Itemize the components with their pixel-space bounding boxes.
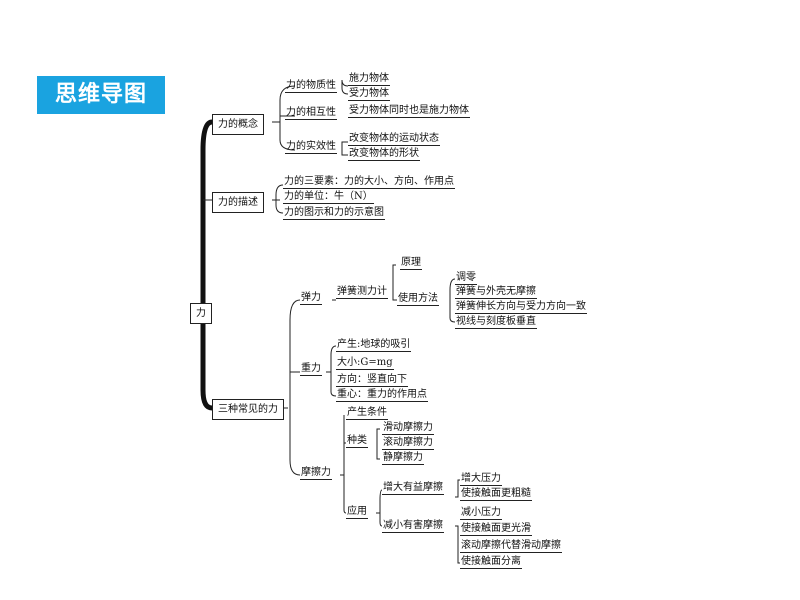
describe-item: 力的单位：牛（N） bbox=[283, 191, 374, 204]
common-forces-node: 三种常见的力 bbox=[212, 399, 284, 420]
material-item: 受力物体 bbox=[348, 88, 390, 101]
concept-node: 力的概念 bbox=[212, 114, 264, 135]
usage-item: 弹簧伸长方向与受力方向一致 bbox=[455, 301, 587, 314]
usage-item: 视线与刻度板垂直 bbox=[455, 316, 537, 329]
material-node: 力的物质性 bbox=[285, 80, 337, 93]
friction-condition-node: 产生条件 bbox=[346, 407, 388, 420]
effect-node: 力的实效性 bbox=[285, 141, 337, 154]
usage-item: 调零 bbox=[455, 272, 477, 285]
friction-kinds-node: 种类 bbox=[346, 435, 368, 448]
friction-node: 摩擦力 bbox=[300, 467, 332, 480]
elastic-node: 弹力 bbox=[300, 292, 322, 305]
gravity-item: 重心：重力的作用点 bbox=[336, 389, 428, 402]
usage-node: 使用方法 bbox=[397, 293, 439, 306]
decrease-friction-item: 滚动摩擦代替滑动摩擦 bbox=[460, 540, 562, 553]
spring-meter-node: 弹簧测力计 bbox=[336, 286, 388, 299]
mutual-item: 受力物体同时也是施力物体 bbox=[348, 105, 470, 118]
describe-item: 力的图示和力的示意图 bbox=[283, 207, 385, 220]
friction-kind-item: 滚动摩擦力 bbox=[382, 437, 434, 450]
root-node: 力 bbox=[190, 303, 212, 324]
friction-apply-node: 应用 bbox=[346, 506, 368, 519]
decrease-friction-node: 减小有害摩擦 bbox=[382, 520, 444, 533]
decrease-friction-item: 减小压力 bbox=[460, 507, 502, 520]
gravity-item: 产生:地球的吸引 bbox=[336, 339, 412, 352]
friction-kind-item: 静摩擦力 bbox=[382, 452, 424, 465]
gravity-item: 大小:G=mg bbox=[336, 357, 394, 370]
decrease-friction-item: 使接触面分离 bbox=[460, 556, 522, 569]
increase-friction-item: 增大压力 bbox=[460, 473, 502, 486]
mutual-node: 力的相互性 bbox=[285, 107, 337, 120]
describe-node: 力的描述 bbox=[212, 192, 264, 213]
principle-node: 原理 bbox=[400, 257, 422, 270]
gravity-node: 重力 bbox=[300, 363, 322, 376]
effect-item: 改变物体的形状 bbox=[348, 148, 420, 161]
usage-item: 弹簧与外壳无摩擦 bbox=[455, 286, 537, 299]
increase-friction-item: 使接触面更粗糙 bbox=[460, 488, 532, 501]
gravity-item: 方向：竖直向下 bbox=[336, 374, 408, 387]
increase-friction-node: 增大有益摩擦 bbox=[382, 482, 444, 495]
describe-item: 力的三要素：力的大小、方向、作用点 bbox=[283, 176, 455, 189]
decrease-friction-item: 使接触面更光滑 bbox=[460, 523, 532, 536]
friction-kind-item: 滑动摩擦力 bbox=[382, 422, 434, 435]
material-item: 施力物体 bbox=[348, 73, 390, 86]
effect-item: 改变物体的运动状态 bbox=[348, 133, 440, 146]
page-title: 思维导图 bbox=[37, 76, 165, 114]
